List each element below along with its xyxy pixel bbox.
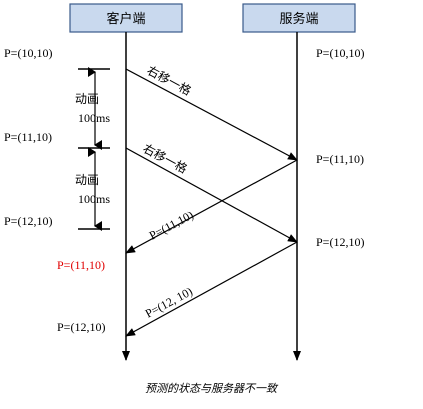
- client-actor-label: 客户端: [106, 11, 145, 27]
- client-state-label: P=(12,10): [57, 320, 105, 334]
- message-arrow-state-reply-1: [125, 159, 298, 254]
- interval-1-label-bottom: 100ms: [78, 111, 110, 125]
- client-state-label: P=(11,10): [4, 130, 52, 144]
- interval-2-label-bottom: 100ms: [78, 192, 110, 206]
- message-arrow-state-reply-2: [125, 241, 298, 337]
- client-actor-box: 客户端: [69, 3, 183, 33]
- server-state-label: P=(10,10): [316, 46, 364, 60]
- message-label-move-right-2: 右移一格: [141, 140, 190, 176]
- server-state-label: P=(11,10): [316, 152, 364, 166]
- interval-2-label-top: 动画: [75, 173, 99, 187]
- interval-bracket-1: [78, 67, 110, 150]
- diagram-caption: 预测的状态与服务器不一致: [145, 382, 279, 395]
- server-actor-box: 服务端: [242, 3, 356, 33]
- message-arrow-move-right-1: [125, 68, 298, 161]
- message-arrow-move-right-2: [125, 147, 298, 243]
- message-label-state-reply-1: P=(11,10): [147, 208, 196, 243]
- client-state-label: P=(12,10): [4, 214, 52, 228]
- client-state-label: P=(10,10): [4, 46, 52, 60]
- client-state-label-mismatch: P=(11,10): [57, 258, 105, 272]
- interval-1-label-top: 动画: [75, 92, 99, 106]
- interval-bracket-2: [78, 147, 110, 231]
- server-actor-label: 服务端: [279, 11, 318, 27]
- message-label-move-right-1: 右移一格: [145, 62, 194, 98]
- server-state-label: P=(12,10): [316, 235, 364, 249]
